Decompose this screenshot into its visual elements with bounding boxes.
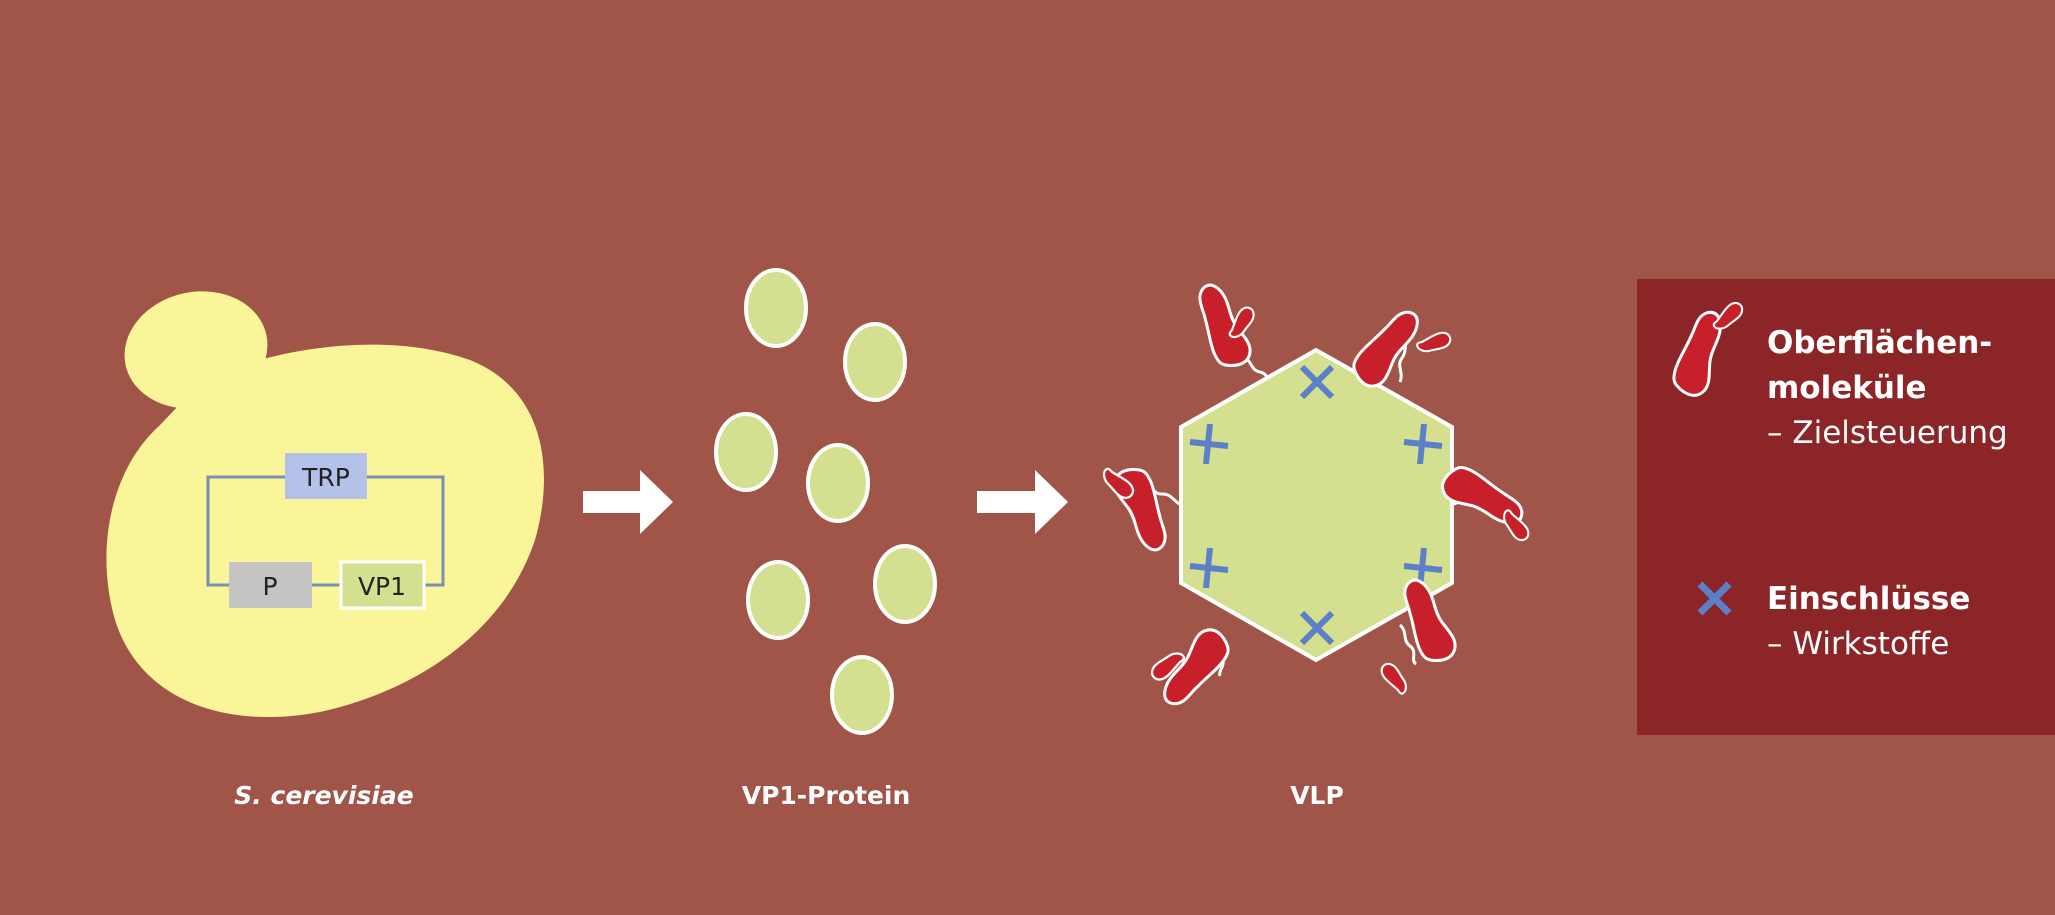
legend-surface-title-1: Oberflächen-: [1767, 321, 1992, 366]
vp1-protein-cluster: [716, 270, 935, 733]
vlp-label: VLP: [1290, 781, 1344, 810]
legend-surface-sub: – Zielsteuerung: [1767, 411, 2008, 456]
surface-molecule-icon: [1416, 329, 1451, 355]
protein-label: VP1-Protein: [742, 781, 911, 810]
vp1-protein: [875, 546, 935, 622]
vp1-protein: [716, 414, 776, 490]
surface-molecule-icon: [1381, 661, 1407, 696]
surface-molecule-icon: [1394, 579, 1465, 664]
legend-inclusion-sub: – Wirkstoffe: [1767, 622, 1949, 667]
surface-molecule-icon: [1189, 284, 1260, 369]
vp1-protein: [832, 657, 892, 733]
vlp-particle: [1102, 284, 1529, 707]
arrow-right-icon: [977, 470, 1068, 534]
yeast-cell: TRP P VP1: [106, 278, 544, 717]
vp1-protein: [748, 562, 808, 638]
trp-text: TRP: [301, 463, 350, 492]
arrow-right-icon: [583, 470, 673, 534]
legend-surface-title-2: moleküle: [1767, 366, 1927, 411]
surface-molecule-icon: [1653, 308, 1749, 402]
yeast-label: S. cerevisiae: [234, 781, 413, 810]
inclusion-x-icon: [1700, 584, 1729, 613]
vp1-protein: [845, 324, 905, 400]
legend-panel: Oberflächen- moleküle – Zielsteuerung Ei…: [1637, 279, 2055, 735]
promoter-text: P: [262, 572, 277, 601]
vp1-protein: [808, 445, 868, 521]
vp1-protein: [746, 270, 806, 346]
legend-inclusion-title: Einschlüsse: [1767, 577, 1970, 622]
vp1-gene-text: VP1: [358, 572, 406, 601]
